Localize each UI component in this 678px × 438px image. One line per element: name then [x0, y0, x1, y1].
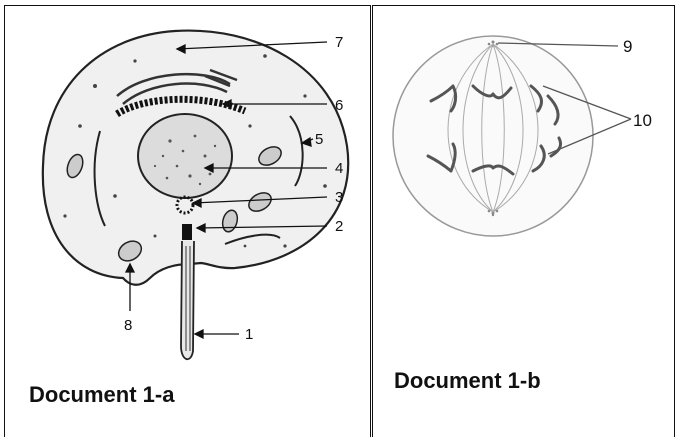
label-4: 4: [335, 160, 343, 177]
label-3: 3: [335, 189, 343, 206]
label-7: 7: [335, 34, 343, 51]
label-10: 10: [633, 111, 652, 130]
label-6: 6: [335, 97, 343, 114]
flagellum: [181, 241, 194, 359]
label-9: 9: [623, 37, 632, 56]
document-1b-panel: 9 10 Document 1-b: [372, 5, 675, 437]
label-1: 1: [245, 326, 253, 343]
basal-body: [182, 224, 192, 240]
nucleus: [138, 114, 232, 198]
caption-document-1b: Document 1-b: [394, 368, 541, 394]
document-1a-panel: 7 6 5 4 3 2 1 8 Document 1-a: [4, 5, 371, 437]
caption-document-1a: Document 1-a: [29, 382, 174, 408]
label-8: 8: [124, 317, 132, 334]
cell-outline: [393, 36, 593, 236]
label-5: 5: [315, 131, 323, 148]
label-2: 2: [335, 218, 343, 235]
animal-cell-diagram: 7 6 5 4 3 2 1 8: [5, 6, 372, 438]
